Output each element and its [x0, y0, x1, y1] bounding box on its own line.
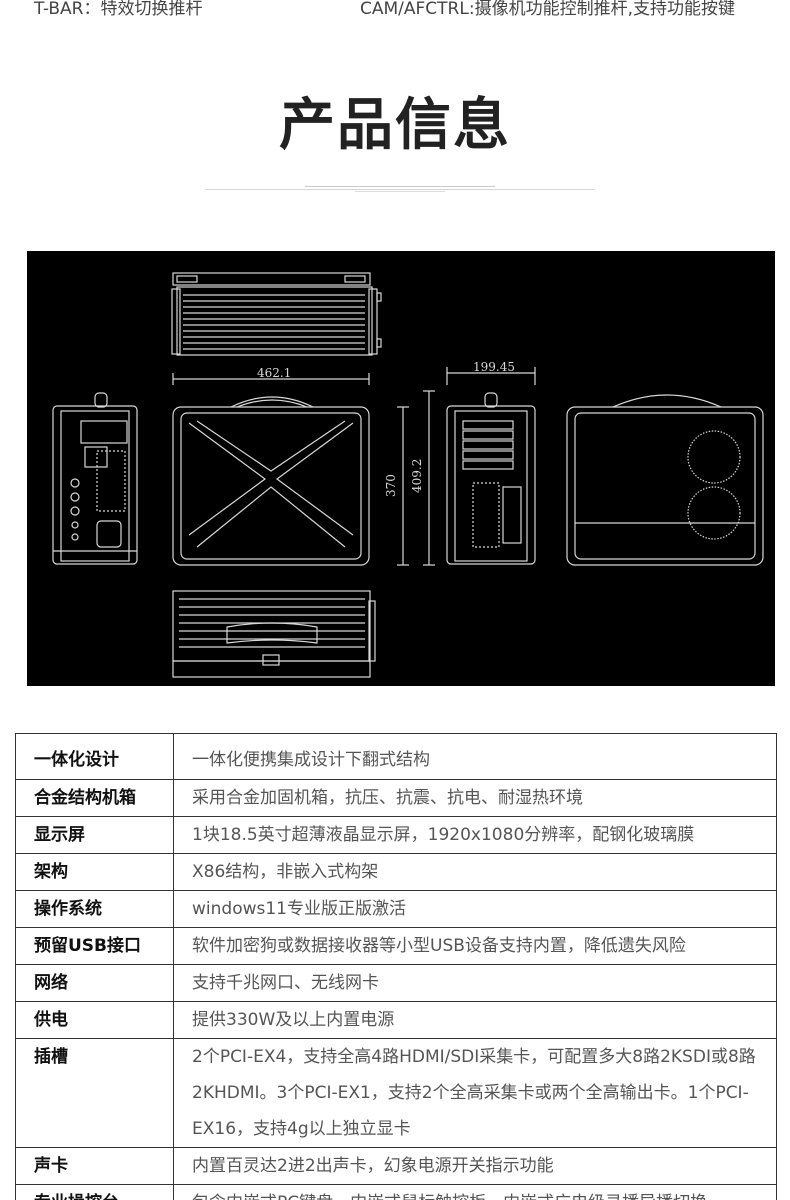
spec-value: 提供330W及以上内置电源	[173, 1001, 777, 1039]
table-row: 声卡 内置百灵达2进2出声卡，幻象电源开关指示功能	[15, 1147, 777, 1185]
camctrl-description: CAM/AFCTRL:摄像机功能控制推杆,支持功能按键	[360, 0, 735, 19]
table-row: 专业操控台 包含内嵌式PC键盘、内嵌式鼠标触控板、内嵌式广电级录播导播切换	[15, 1184, 777, 1200]
table-row: 合金结构机箱 采用合金加固机箱，抗压、抗震、抗电、耐湿热环境	[15, 779, 777, 817]
table-row: 一体化设计 一体化便携集成设计下翻式结构	[15, 733, 777, 780]
spec-key: 网络	[15, 964, 174, 1002]
spec-key: 声卡	[15, 1147, 174, 1185]
back-view	[566, 394, 764, 566]
spec-key: 插槽	[15, 1038, 174, 1148]
spec-key: 一体化设计	[15, 733, 174, 780]
spec-value: 软件加密狗或数据接收器等小型USB设备支持内置，降低遗失风险	[173, 927, 777, 965]
title-decoration	[205, 186, 595, 192]
table-row: 供电 提供330W及以上内置电源	[15, 1001, 777, 1039]
tbar-description: T-BAR：特效切换推杆	[34, 0, 203, 19]
spec-key: 专业操控台	[15, 1184, 174, 1200]
spec-value: 一体化便携集成设计下翻式结构	[173, 733, 777, 780]
spec-value: 2个PCI-EX4，支持全高4路HDMI/SDI采集卡，可配置多大8路2KSDI…	[173, 1038, 777, 1148]
spec-value: 1块18.5英寸超薄液晶显示屏，1920x1080分辨率，配钢化玻璃膜	[173, 816, 777, 854]
table-row: 操作系统 windows11专业版正版激活	[15, 890, 777, 928]
spec-key: 供电	[15, 1001, 174, 1039]
dim-width-label: 462.1	[257, 366, 291, 380]
top-view	[171, 272, 382, 356]
top-text-strip: T-BAR：特效切换推杆 CAM/AFCTRL:摄像机功能控制推杆,支持功能按键	[0, 0, 790, 20]
spec-value: 支持千兆网口、无线网卡	[173, 964, 777, 1002]
table-row: 插槽 2个PCI-EX4，支持全高4路HDMI/SDI采集卡，可配置多大8路2K…	[15, 1038, 777, 1148]
section-title: 产品信息	[279, 93, 511, 158]
left-side-view	[52, 392, 138, 565]
rear-view	[446, 367, 536, 565]
table-row: 预留USB接口 软件加密狗或数据接收器等小型USB设备支持内置，降低遗失风险	[15, 927, 777, 965]
spec-key: 预留USB接口	[15, 927, 174, 965]
spec-value: windows11专业版正版激活	[173, 890, 777, 928]
product-spec-table: 一体化设计 一体化便携集成设计下翻式结构 合金结构机箱 采用合金加固机箱，抗压、…	[15, 733, 777, 1200]
technical-drawing: 462.1 199.45 370 409.2	[27, 251, 775, 686]
product-dimension-drawing: 462.1 199.45 370 409.2	[52, 272, 764, 678]
spec-key: 合金结构机箱	[15, 779, 174, 817]
front-view	[172, 373, 435, 566]
spec-key: 操作系统	[15, 890, 174, 928]
spec-value: 内置百灵达2进2出声卡，幻象电源开关指示功能	[173, 1147, 777, 1185]
spec-value: X86结构，非嵌入式构架	[173, 853, 777, 891]
spec-value: 采用合金加固机箱，抗压、抗震、抗电、耐湿热环境	[173, 779, 777, 817]
dim-height-outer-label: 409.2	[410, 459, 424, 493]
spec-key: 显示屏	[15, 816, 174, 854]
dim-height-inner-label: 370	[384, 474, 398, 497]
dim-depth-label: 199.45	[473, 360, 515, 374]
table-row: 显示屏 1块18.5英寸超薄液晶显示屏，1920x1080分辨率，配钢化玻璃膜	[15, 816, 777, 854]
bottom-view	[172, 590, 376, 678]
spec-value: 包含内嵌式PC键盘、内嵌式鼠标触控板、内嵌式广电级录播导播切换	[173, 1184, 777, 1200]
spec-key: 架构	[15, 853, 174, 891]
table-row: 架构 X86结构，非嵌入式构架	[15, 853, 777, 891]
table-row: 网络 支持千兆网口、无线网卡	[15, 964, 777, 1002]
